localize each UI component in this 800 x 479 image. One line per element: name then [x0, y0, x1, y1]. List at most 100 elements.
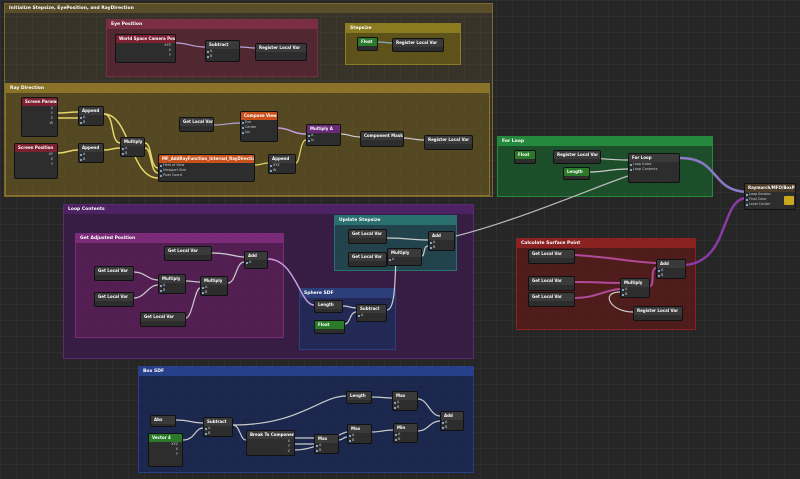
- port-loop-iterator[interactable]: Loop Iterator: [745, 192, 795, 197]
- port-a[interactable]: A: [201, 285, 227, 290]
- port-z[interactable]: Z: [287, 449, 290, 453]
- port-xy[interactable]: XY: [48, 152, 53, 156]
- for-loop-node[interactable]: For Loop Loop Index Loop Contents: [628, 153, 680, 183]
- register-local-var-node[interactable]: Register Local Var: [553, 150, 601, 164]
- port-loop-contents[interactable]: Loop Contents: [629, 167, 679, 172]
- multiply-node[interactable]: Multiply A B: [120, 137, 145, 157]
- port-field-of-view[interactable]: Field of View: [159, 163, 254, 168]
- float-node[interactable]: Float: [357, 37, 378, 51]
- screen-params-node[interactable]: Screen Params X Y Z W: [21, 97, 58, 137]
- port-xyz[interactable]: XYZ: [269, 163, 295, 168]
- port-a[interactable]: A: [657, 268, 685, 273]
- port-pixel-coord[interactable]: Pixel Coord: [159, 173, 254, 178]
- add-node[interactable]: Add A B: [428, 231, 455, 251]
- port-in[interactable]: In: [307, 138, 340, 143]
- get-local-var-node[interactable]: Get Local Var: [348, 229, 387, 244]
- get-local-var-node[interactable]: Get Local Var: [179, 117, 214, 132]
- port-a[interactable]: A: [621, 287, 649, 292]
- port-viewport-size[interactable]: Viewport Size: [159, 168, 254, 173]
- port-b[interactable]: B: [315, 448, 338, 453]
- port-b[interactable]: B: [429, 245, 454, 250]
- port-w[interactable]: W: [49, 121, 53, 125]
- port-x[interactable]: X: [287, 439, 290, 443]
- register-local-var-node[interactable]: Register Local Var: [255, 43, 307, 61]
- port-y[interactable]: Y: [50, 111, 53, 115]
- port-a[interactable]: A: [159, 283, 185, 288]
- multiply-node[interactable]: Multiply A B: [158, 274, 186, 294]
- screen-position-node[interactable]: Screen Position XY X Y: [14, 143, 58, 179]
- get-local-var-node[interactable]: Get Local Var: [348, 252, 387, 267]
- port-b[interactable]: B: [79, 157, 103, 162]
- port-level-center[interactable]: Level Center: [745, 202, 795, 207]
- port-y[interactable]: Y: [168, 53, 171, 57]
- port-a[interactable]: A: [206, 49, 239, 54]
- get-local-var-node[interactable]: Get Local Var: [528, 276, 575, 291]
- port-b[interactable]: B: [394, 437, 417, 442]
- length-node[interactable]: Length: [346, 391, 372, 404]
- port-xyz[interactable]: XYZ: [164, 43, 171, 47]
- max-node[interactable]: Max A B: [392, 391, 418, 411]
- port-x[interactable]: X: [168, 48, 171, 52]
- add-node[interactable]: Add A B: [656, 259, 686, 279]
- port-final-color[interactable]: Final Color: [745, 197, 795, 202]
- port-a[interactable]: A: [315, 443, 338, 448]
- register-local-var-node[interactable]: Register Local Var: [392, 38, 444, 52]
- get-local-var-node[interactable]: Get Local Var: [528, 249, 575, 264]
- length-node[interactable]: Length: [314, 300, 343, 313]
- min-node[interactable]: Min A B: [393, 423, 418, 443]
- length-node[interactable]: Length: [563, 167, 590, 180]
- abs-node[interactable]: Abs: [150, 415, 176, 427]
- float-node[interactable]: Float: [514, 150, 536, 164]
- raymarch-output-node[interactable]: Raymarch/MFO/BoxPlot Loop Iterator Final…: [744, 183, 796, 210]
- append-node[interactable]: Append A B: [78, 143, 104, 163]
- port-a[interactable]: A: [388, 257, 421, 262]
- port-b[interactable]: B: [121, 151, 144, 156]
- get-local-var-node[interactable]: Get Local Var: [94, 266, 134, 281]
- port-a[interactable]: A: [429, 240, 454, 245]
- float-node[interactable]: Float: [314, 320, 345, 334]
- port-a[interactable]: A: [348, 433, 371, 438]
- register-local-var-node[interactable]: Register Local Var: [633, 306, 683, 321]
- port-a[interactable]: A: [204, 426, 232, 431]
- get-local-var-node[interactable]: Get Local Var: [528, 292, 575, 307]
- world-space-camera-pos-node[interactable]: World Space Camera Pos XYZ X Y: [115, 34, 176, 63]
- port-a[interactable]: A: [394, 432, 417, 437]
- port-b[interactable]: B: [79, 120, 103, 125]
- port-a[interactable]: A: [79, 115, 103, 120]
- max-node[interactable]: Max A B: [314, 434, 339, 454]
- add-node[interactable]: Add A: [244, 251, 268, 269]
- port-a[interactable]: A: [441, 420, 463, 425]
- add-node[interactable]: Add A B: [440, 411, 464, 431]
- port-b[interactable]: B: [201, 290, 227, 295]
- port-b[interactable]: B: [206, 54, 239, 59]
- max-node[interactable]: Max A B: [347, 424, 372, 444]
- append-node[interactable]: Append XYZ W: [268, 154, 296, 174]
- multiply-node[interactable]: Multiply A B: [200, 276, 228, 296]
- port-a[interactable]: A: [245, 260, 267, 265]
- get-local-var-node[interactable]: Get Local Var: [94, 292, 134, 307]
- port-center[interactable]: Center: [241, 125, 277, 130]
- port-b[interactable]: B: [393, 405, 417, 410]
- port-b[interactable]: B: [657, 273, 685, 278]
- port-eye[interactable]: Eye: [241, 120, 277, 125]
- port-loop-index[interactable]: Loop Index: [629, 162, 679, 167]
- port-x[interactable]: X: [50, 106, 53, 110]
- compose-view-matrix-node[interactable]: Compose View Matrix Eye Center Up: [240, 111, 278, 142]
- port-a[interactable]: A: [79, 152, 103, 157]
- port-b[interactable]: B: [348, 438, 371, 443]
- port-y[interactable]: Y: [287, 444, 290, 448]
- append-node[interactable]: Append A B: [78, 106, 104, 126]
- port-b[interactable]: B: [621, 292, 649, 297]
- component-mask-node[interactable]: Component Mask: [360, 131, 404, 147]
- register-local-var-node[interactable]: Register Local Var: [424, 135, 473, 150]
- port-a[interactable]: A: [121, 146, 144, 151]
- subtract-node[interactable]: Subtract A B: [205, 40, 240, 62]
- port-x[interactable]: X: [50, 157, 53, 161]
- multiply-node[interactable]: Multiply A B: [620, 278, 650, 298]
- port-a[interactable]: A: [393, 400, 417, 405]
- subtract-node[interactable]: Subtract A: [356, 304, 387, 322]
- port-a[interactable]: A: [307, 133, 340, 138]
- port-b[interactable]: B: [159, 288, 185, 293]
- port-z[interactable]: Z: [50, 116, 53, 120]
- port-b[interactable]: B: [441, 425, 463, 430]
